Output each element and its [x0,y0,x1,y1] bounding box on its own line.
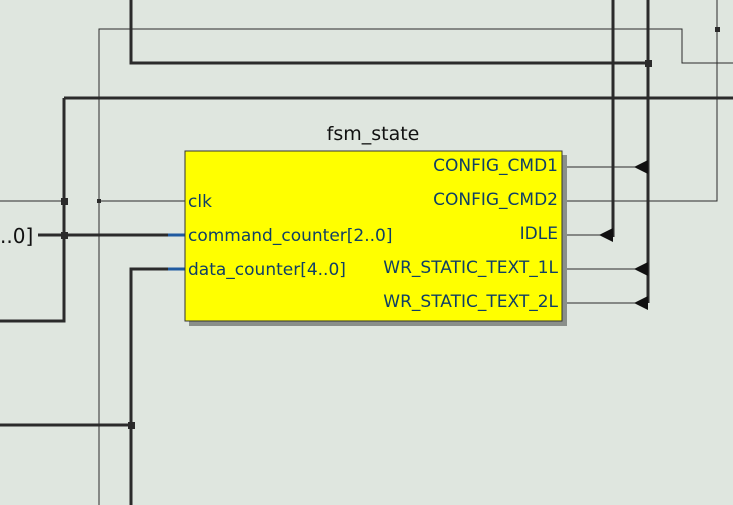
config-cmd2-wire[interactable] [562,0,718,202]
output-port-config-cmd2[interactable]: CONFIG_CMD2 [433,190,558,210]
output-port-wr-static-text-2l[interactable]: WR_STATIC_TEXT_2L [383,292,558,312]
output-port-idle[interactable]: IDLE [520,224,558,244]
output-port-config-cmd1[interactable]: CONFIG_CMD1 [433,156,558,176]
junction-dot [645,60,652,67]
block-title: fsm_state [327,123,420,145]
arrow-wr-static-text-2l [634,296,648,310]
junction-dot [128,422,135,429]
junction-dot [97,199,101,203]
arrow-idle [599,228,613,242]
arrow-config-cmd1 [634,160,648,174]
input-port-data-counter[interactable]: data_counter[4..0] [188,260,346,280]
input-port-command-counter[interactable]: command_counter[2..0] [188,226,392,246]
output-port-wr-static-text-1l[interactable]: WR_STATIC_TEXT_1L [383,258,558,278]
block-body[interactable] [184,150,563,322]
junction-dot [715,27,720,32]
offscreen-bus-label: ..0] [0,224,33,248]
left-vertical-bus[interactable] [0,98,66,323]
data-counter-bus[interactable] [129,267,168,505]
junction-dots [61,27,720,429]
arrowheads [599,160,648,310]
input-port-clk[interactable]: clk [188,192,212,212]
junction-dot [61,232,68,239]
port-stubs [168,233,185,271]
clk-net-wire[interactable] [98,28,733,505]
junction-dot [61,198,68,205]
arrow-wr-static-text-1l [634,262,648,276]
top-loop-bus[interactable] [129,0,648,65]
fsm-state-block[interactable]: fsm_state clk command_counter[2..0] data… [184,123,567,326]
